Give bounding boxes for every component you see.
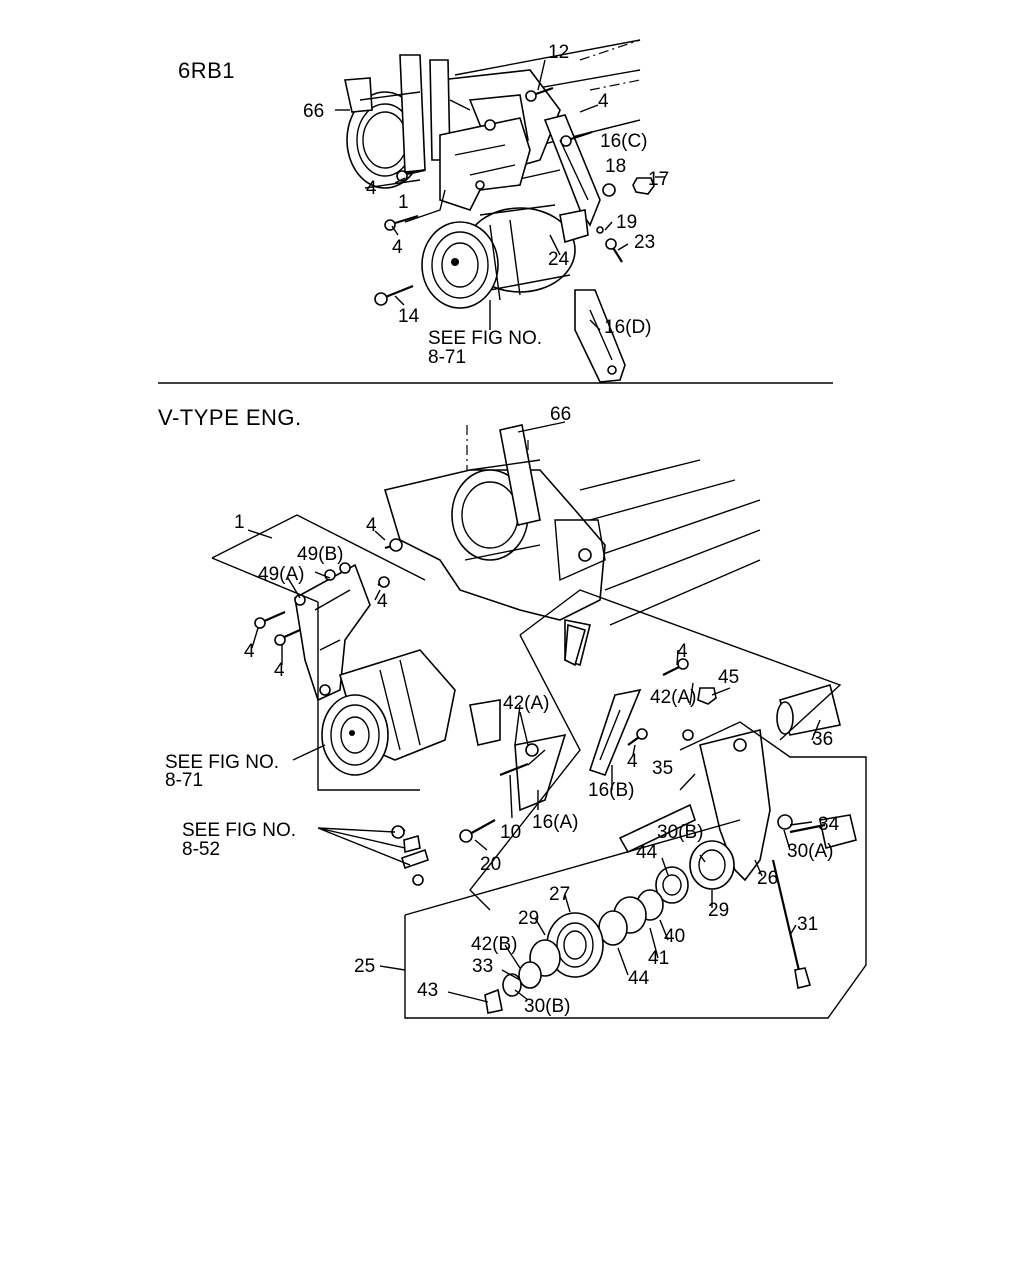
callout-42a: 42(A) xyxy=(503,693,549,714)
callout-4: 4 xyxy=(366,515,377,536)
callout-10: 10 xyxy=(500,822,521,843)
callout-35: 35 xyxy=(652,758,673,779)
callout-29: 29 xyxy=(708,900,729,921)
callout-12: 12 xyxy=(548,42,569,63)
callout-30a: 30(A) xyxy=(787,841,833,862)
callout-4: 4 xyxy=(377,591,388,612)
callout-4: 4 xyxy=(598,91,609,112)
callout-66: 66 xyxy=(550,404,571,425)
callout-43: 43 xyxy=(417,980,438,1001)
callout-66: 66 xyxy=(303,101,324,122)
callout-41: 41 xyxy=(648,948,669,969)
v-engine-block xyxy=(383,424,761,667)
callout-42b: 42(B) xyxy=(471,934,517,955)
v-compressor xyxy=(321,649,456,776)
callout-29: 29 xyxy=(518,908,539,929)
top-compressor xyxy=(421,204,576,309)
v-leaders xyxy=(247,421,821,1003)
see-fig-reference: SEE FIG NO. xyxy=(182,820,296,841)
callout-31: 31 xyxy=(797,914,818,935)
callout-16b: 16(B) xyxy=(588,780,634,801)
callout-1: 1 xyxy=(398,192,409,213)
callout-30b: 30(B) xyxy=(657,822,703,843)
callout-42a: 42(A) xyxy=(650,687,696,708)
callout-16d: 16(D) xyxy=(604,317,652,338)
callout-4: 4 xyxy=(274,660,285,681)
v-assembly-outlines xyxy=(211,514,867,1019)
callout-19: 19 xyxy=(616,212,637,233)
callout-34: 34 xyxy=(818,814,840,835)
callout-44: 44 xyxy=(636,842,658,863)
callout-27: 27 xyxy=(549,884,570,905)
callout-14: 14 xyxy=(398,306,420,327)
callout-40: 40 xyxy=(664,926,685,947)
bottom-section: V-TYPE ENG. xyxy=(158,404,867,1019)
section-title-6rb1: 6RB1 xyxy=(178,58,235,83)
see-fig-number: 8-71 xyxy=(165,770,203,791)
see-fig-reference: SEE FIG NO. xyxy=(428,328,542,349)
callout-16c: 16(C) xyxy=(600,131,648,152)
callout-17: 17 xyxy=(648,169,669,190)
section-title-v-type: V-TYPE ENG. xyxy=(158,405,302,430)
callout-20: 20 xyxy=(480,854,501,875)
top-bracket-16d xyxy=(574,289,626,383)
callout-24: 24 xyxy=(548,249,570,270)
callout-4: 4 xyxy=(392,237,403,258)
callout-45: 45 xyxy=(718,667,739,688)
see-fig-number: 8-71 xyxy=(428,347,466,368)
see-fig-reference: SEE FIG NO. xyxy=(165,752,279,773)
callout-49a: 49(A) xyxy=(258,564,304,585)
top-leaders xyxy=(335,59,665,331)
callout-23: 23 xyxy=(634,232,655,253)
v-pulley-parts xyxy=(484,840,735,1014)
callout-1: 1 xyxy=(234,512,245,533)
callout-30b: 30(B) xyxy=(524,996,570,1017)
top-adjust-bracket xyxy=(543,114,601,244)
callout-4: 4 xyxy=(366,178,377,199)
top-bracket-1 xyxy=(439,117,531,211)
callout-4: 4 xyxy=(627,751,638,772)
top-section: 6RB1 xyxy=(178,39,669,383)
v-tension-pulley-assembly xyxy=(618,683,857,989)
callout-18: 18 xyxy=(605,156,626,177)
see-fig-number: 8-52 xyxy=(182,839,220,860)
callout-25: 25 xyxy=(354,956,375,977)
callout-4: 4 xyxy=(677,641,688,662)
callout-26: 26 xyxy=(757,868,778,889)
callout-44: 44 xyxy=(628,968,650,989)
callout-4: 4 xyxy=(244,641,255,662)
v-bolts xyxy=(254,538,717,886)
callout-16a: 16(A) xyxy=(532,812,578,833)
callout-49b: 49(B) xyxy=(297,544,343,565)
callout-33: 33 xyxy=(472,956,493,977)
top-pulley-66 xyxy=(344,54,451,189)
top-bolts xyxy=(374,86,655,306)
callout-36: 36 xyxy=(812,729,833,750)
